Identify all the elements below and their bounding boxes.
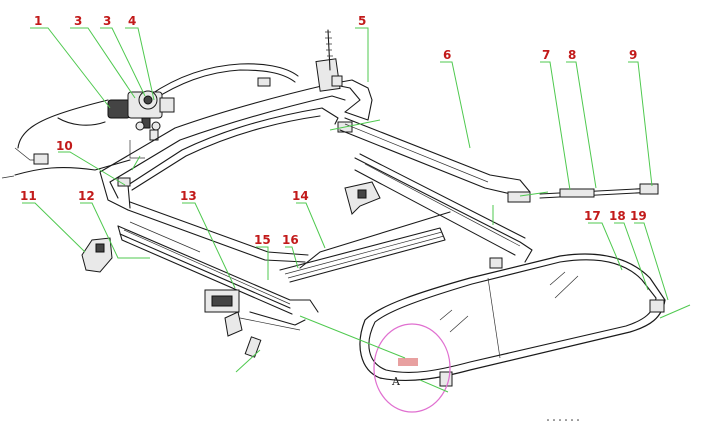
- label-part-17: 17: [584, 209, 601, 223]
- label-part-10: 10: [56, 139, 73, 153]
- bracket-right-mid: [344, 181, 381, 215]
- label-part-9: 9: [629, 48, 637, 62]
- drive-cable-rear: [539, 183, 659, 199]
- label-part-3b: 3: [103, 14, 111, 28]
- label-part-8: 8: [568, 48, 576, 62]
- label-part-19: 19: [630, 209, 647, 223]
- dot-marks: [547, 419, 579, 421]
- drive-cable-assembly: [1, 63, 299, 179]
- label-part-3a: 3: [74, 14, 82, 28]
- lift-mechanism: [204, 289, 306, 358]
- label-part-7: 7: [542, 48, 550, 62]
- left-guide-rail: [117, 221, 319, 315]
- motor-gear-unit: [107, 90, 175, 159]
- label-part-16: 16: [282, 233, 299, 247]
- label-part-1: 1: [34, 14, 42, 28]
- rear-cross-bar: [339, 117, 531, 203]
- label-part-18: 18: [609, 209, 626, 223]
- label-part-13: 13: [180, 189, 197, 203]
- sunroof-main-frame: [99, 29, 373, 263]
- label-part-11: 11: [20, 189, 37, 203]
- leader-lines: [22, 27, 691, 393]
- label-part-6: 6: [443, 48, 451, 62]
- detail-a: [373, 323, 451, 413]
- sunshade-panel: [279, 211, 451, 283]
- label-part-5: 5: [358, 14, 366, 28]
- bracket-left: [81, 237, 113, 273]
- label-part-4: 4: [128, 14, 136, 28]
- glass-panel-assembly: [359, 253, 666, 387]
- label-part-12: 12: [78, 189, 95, 203]
- label-part-15: 15: [254, 233, 271, 247]
- right-guide-rail: [354, 153, 533, 269]
- detail-a-label: A: [391, 375, 401, 388]
- label-part-14: 14: [292, 189, 309, 203]
